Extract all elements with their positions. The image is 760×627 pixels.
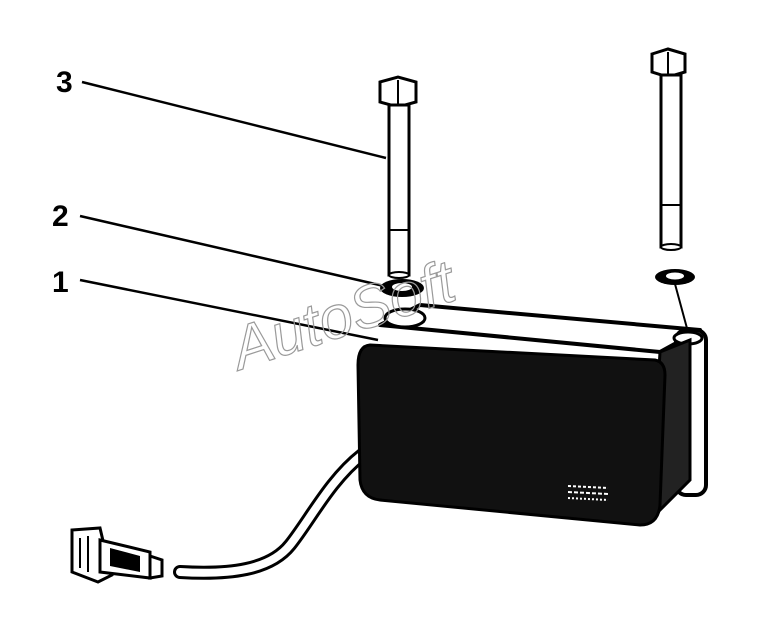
assembly-axis-right xyxy=(674,283,689,333)
bolt-right xyxy=(650,47,687,251)
connector-plug xyxy=(70,526,164,584)
callout-1: 1 xyxy=(52,266,69,299)
callout-3: 3 xyxy=(56,66,73,99)
label-plate xyxy=(567,485,609,501)
leader-lines xyxy=(79,80,387,342)
bolt-left xyxy=(378,75,418,279)
cable xyxy=(173,448,369,580)
module-body xyxy=(356,303,708,527)
leader-2 xyxy=(79,214,385,288)
washer-right xyxy=(655,269,695,285)
cable-assembly xyxy=(70,448,369,584)
callout-2: 2 xyxy=(52,200,69,233)
leader-1 xyxy=(79,278,379,342)
leader-3 xyxy=(81,80,387,160)
washer-left xyxy=(380,279,424,297)
